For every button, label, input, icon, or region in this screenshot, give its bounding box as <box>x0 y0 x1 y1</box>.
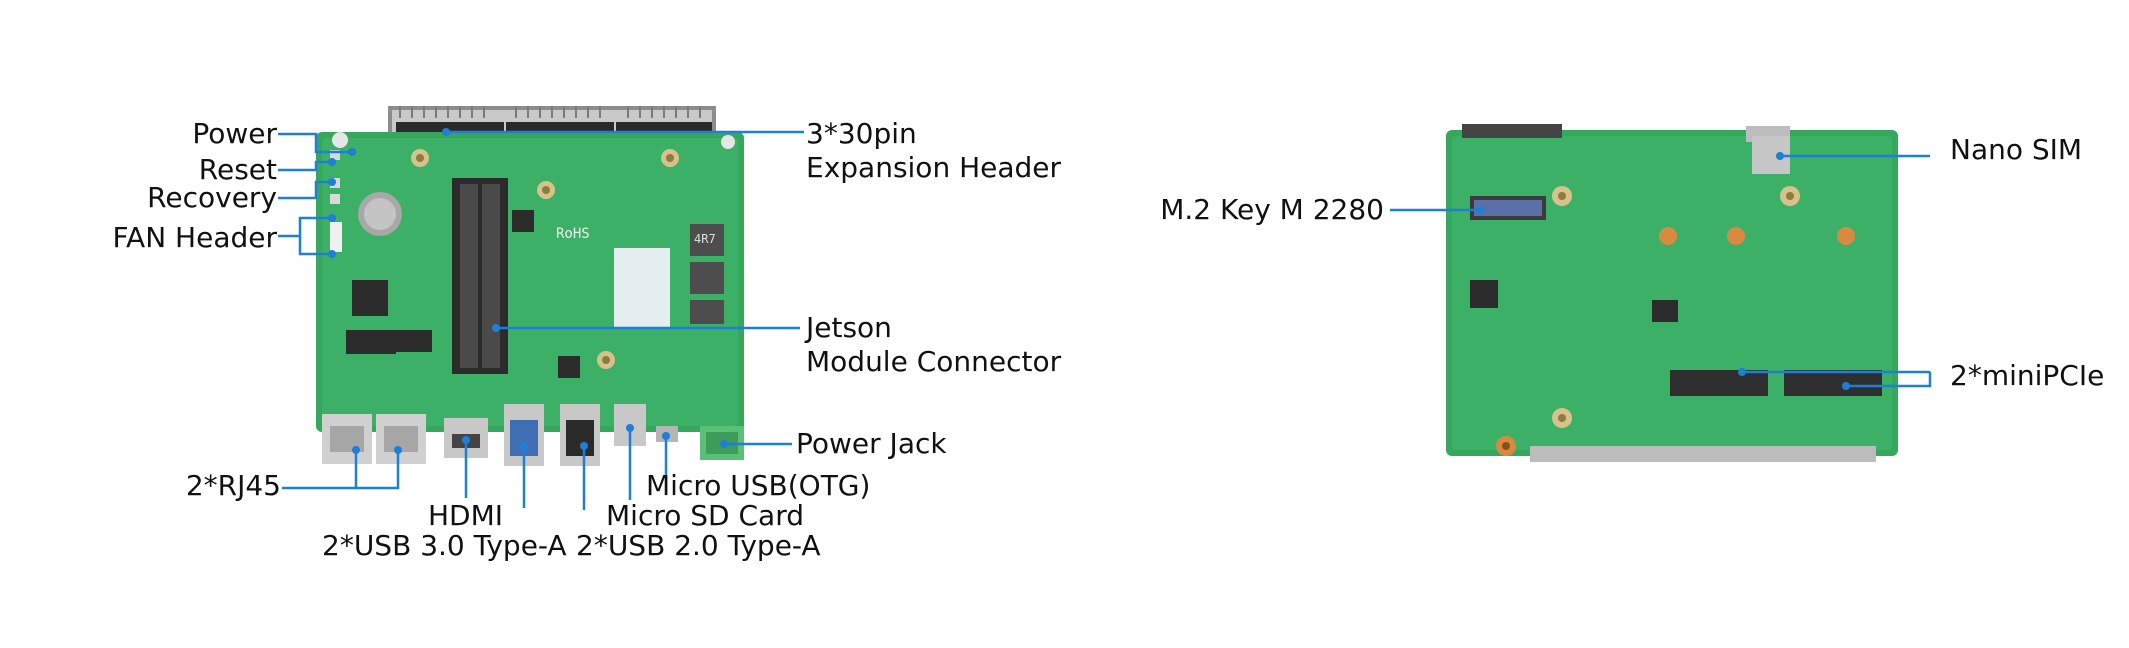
minipcie-slot-2 <box>1784 370 1882 396</box>
power-jack <box>700 426 744 460</box>
label-nano-sim: Nano SIM <box>1950 133 2083 166</box>
label-power: Power <box>192 117 277 150</box>
label-reset: Reset <box>198 153 277 186</box>
label-sticker <box>614 248 670 328</box>
label-power-jack: Power Jack <box>796 427 947 460</box>
rj45-ports <box>322 414 426 464</box>
label-fan-header: FAN Header <box>112 221 278 254</box>
side-buttons <box>330 150 342 252</box>
coin-battery <box>358 192 402 236</box>
minipcie-slot-1 <box>1670 370 1768 396</box>
usb20-ports <box>560 404 600 466</box>
jetson-module-connector <box>452 178 508 374</box>
hdmi-port <box>444 418 488 458</box>
back-board <box>1446 124 1898 462</box>
label-recovery: Recovery <box>147 181 277 214</box>
micro-usb-port <box>656 426 678 442</box>
label-usb20: 2*USB 2.0 Type-A <box>576 529 821 562</box>
label-rj45: 2*RJ45 <box>185 469 281 502</box>
label-expansion-header-2: Expansion Header <box>806 151 1062 184</box>
usb30-ports <box>504 404 544 466</box>
label-expansion-header-1: 3*30pin <box>806 117 917 150</box>
label-micro-sd: Micro SD Card <box>606 499 804 532</box>
label-jetson-1: Jetson <box>806 311 892 344</box>
label-minipcie: 2*miniPCIe <box>1950 359 2105 392</box>
label-m2: M.2 Key M 2280 <box>1160 193 1384 226</box>
label-jetson-2: Module Connector <box>806 345 1062 378</box>
label-micro-usb: Micro USB(OTG) <box>646 469 871 502</box>
label-hdmi: HDMI <box>428 499 504 532</box>
micro-sd-slot <box>614 404 646 446</box>
mounting-holes <box>332 132 735 369</box>
m2-slot <box>1470 196 1546 220</box>
inductor-mark: 4R7 <box>694 232 716 246</box>
silkscreen-rohs: RoHS <box>556 226 590 242</box>
front-pcb <box>316 132 744 432</box>
nano-sim-slot <box>1752 136 1790 174</box>
label-usb30: 2*USB 3.0 Type-A <box>322 529 567 562</box>
expansion-header-pins <box>388 106 716 136</box>
